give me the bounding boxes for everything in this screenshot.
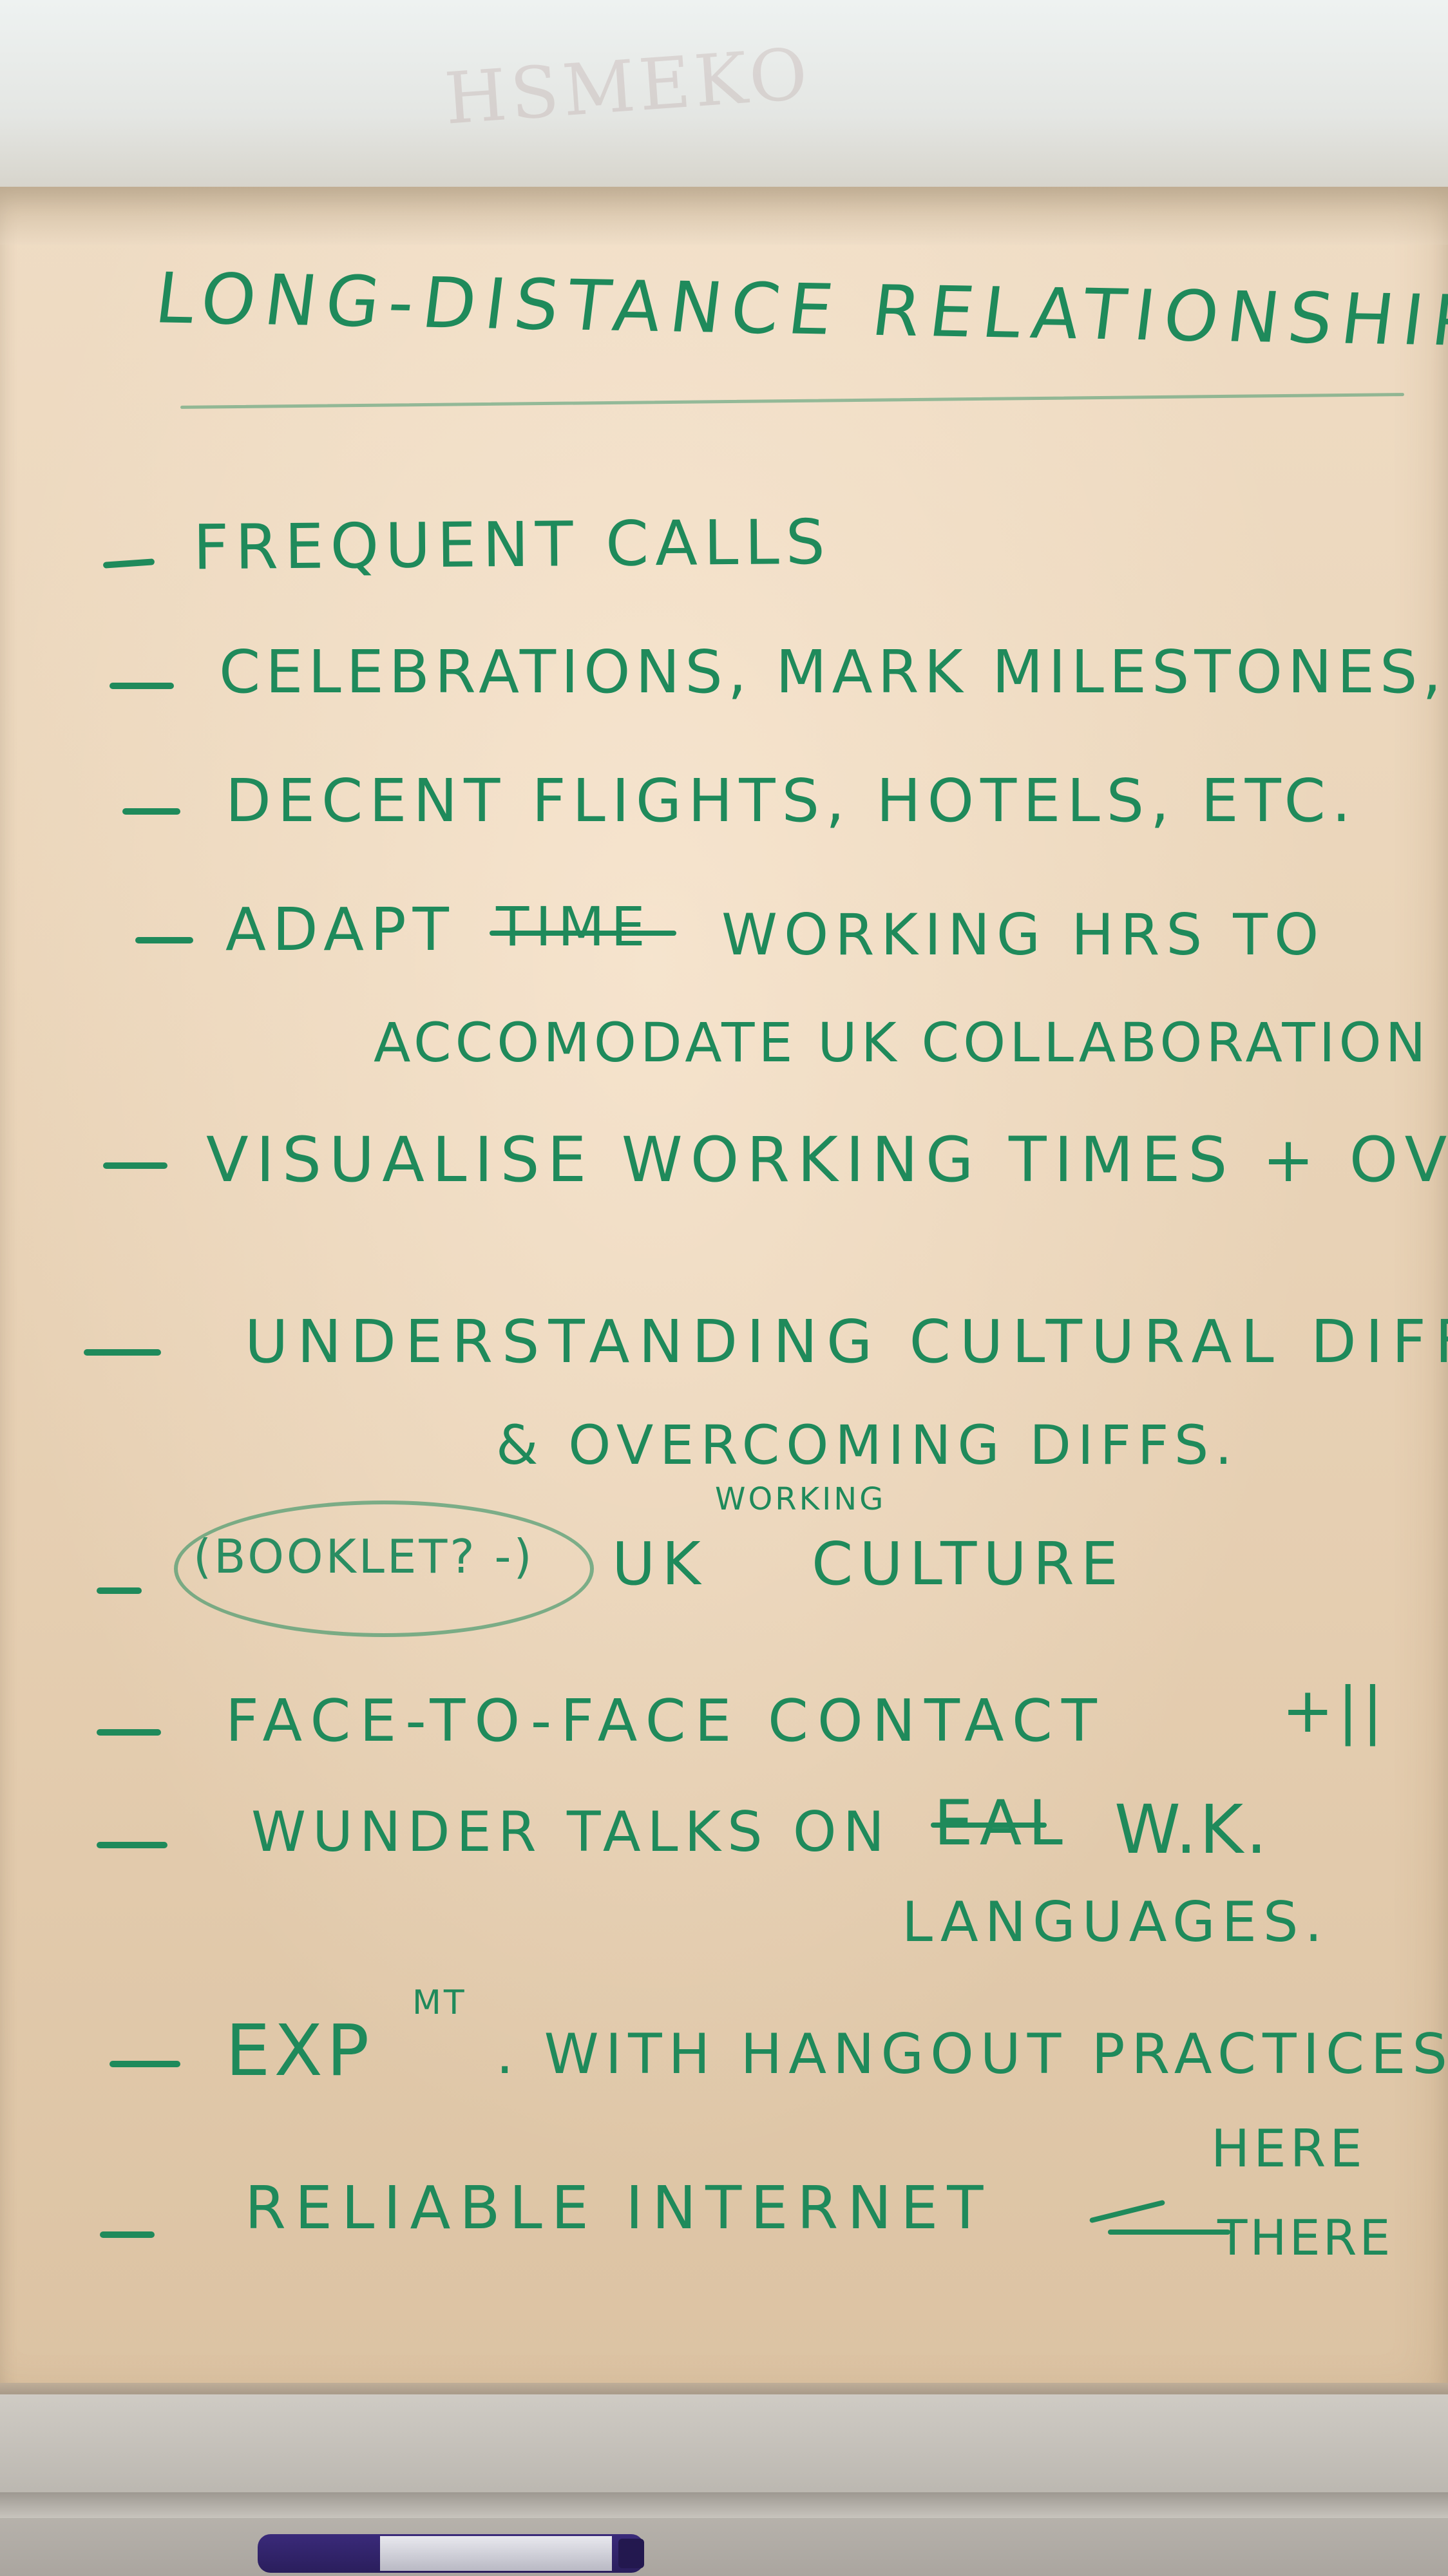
item-visualise: Visualise working times + over [206,1124,1448,1196]
whiteboard-top: HSMEKO [0,0,1448,193]
item-understanding-line2: & overcoming diffs. [496,1414,1239,1477]
item-decent-flights: Decent flights, hotels, etc. [225,766,1357,835]
bullet-dash [122,808,180,815]
whiteboard-tray [0,2394,1448,2576]
item-hangout: . with Hangout practices [496,2022,1448,2087]
bullet-dash [110,683,174,689]
parenthesis-circle [174,1501,594,1637]
item-face-mark: +|| [1282,1674,1387,1747]
bullet-dash [84,1349,161,1356]
bullet-dash [103,1162,167,1169]
struck-word: time [496,895,652,958]
item-frequent-calls: Frequent Calls [193,506,832,584]
strike-through-mark [931,1823,1047,1828]
bullet-dash [110,2061,180,2067]
tray-lip [0,2492,1448,2518]
bullet-dash [97,1587,142,1594]
item-exp: Exp [225,2009,374,2092]
item-face-to-face: Face-to-Face contact [225,1687,1106,1755]
branch-here: Here [1211,2119,1366,2179]
faded-board-writing: HSMEKO [442,32,814,140]
paper-bottom-edge [0,2383,1448,2394]
bullet-dash [97,1842,167,1848]
item-celebrations: Celebrations, mark milestones, et [219,638,1448,706]
item-wk: W.K. [1114,1790,1270,1869]
item-culture: culture [812,1530,1125,1598]
item-adapt-rest: working hrs to [721,902,1326,968]
bullet-dash [100,2231,155,2238]
item-adapt-line2: accomodate UK collaboration [374,1011,1430,1074]
bullet-dash [97,1729,161,1736]
branch-line-lower [1108,2230,1230,2235]
item-booklet-paren: (Booklet? -) [193,1530,535,1584]
item-wunder-talks: Wunder Talks on [251,1800,891,1864]
marker-label-band [380,2536,612,2571]
branch-there: There [1217,2209,1393,2266]
strike-through-mark [490,931,676,936]
flipchart-paper [0,187,1448,2389]
item-adapt: Adapt [225,895,455,964]
marker-cap [618,2539,644,2568]
item-reliable-internet: Reliable internet [245,2174,993,2242]
item-exp-superscript: MT [412,1984,467,2022]
item-working-insert: working [715,1481,886,1517]
paper-fold-shadow [0,187,1448,245]
item-understanding: Understanding cultural diff [245,1307,1448,1376]
item-languages: Languages. [902,1890,1329,1955]
item-uk: UK [612,1530,707,1598]
bullet-dash [135,937,193,943]
